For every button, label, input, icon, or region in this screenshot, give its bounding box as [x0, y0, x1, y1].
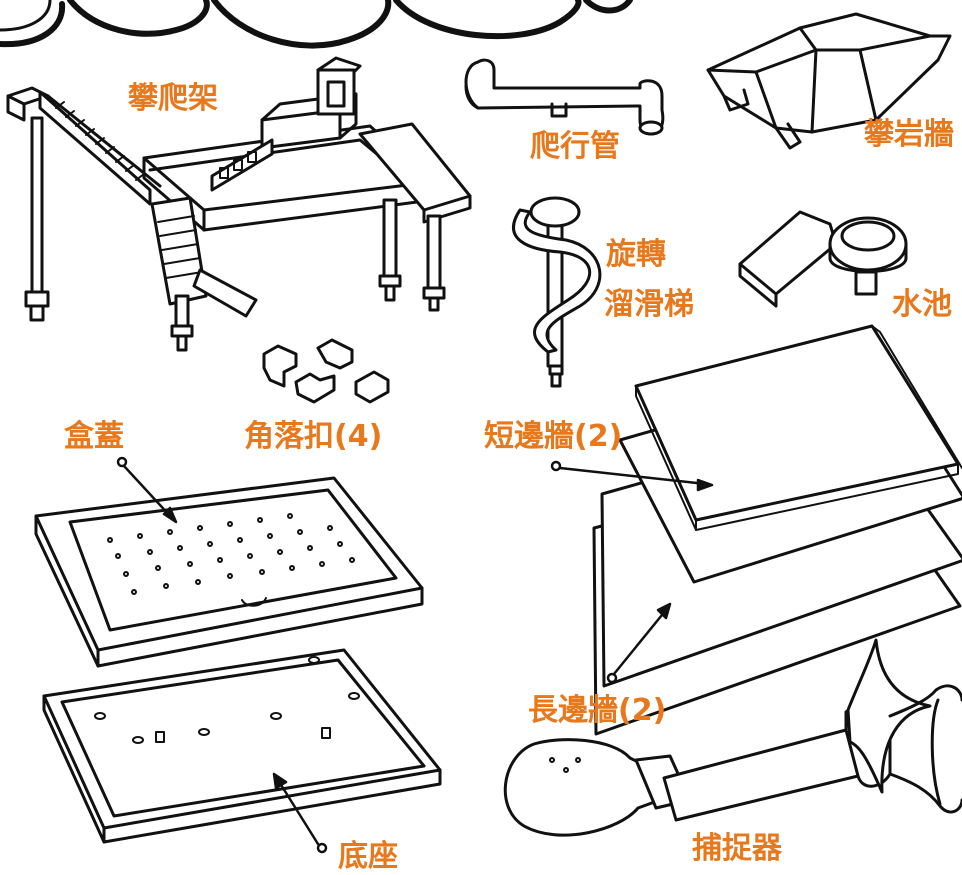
label-base: 底座	[338, 839, 398, 874]
catcher-drawing	[503, 638, 962, 837]
label-pool: 水池	[892, 287, 952, 322]
label-catcher: 捕捉器	[692, 831, 782, 866]
corner-clips-drawing	[262, 338, 390, 404]
label-corner-clips: 角落扣(4)	[244, 419, 383, 454]
label-rock-wall: 攀岩牆	[864, 117, 954, 152]
label-long-walls: 長邊牆(2)	[528, 693, 667, 728]
label-crawl-tube: 爬行管	[530, 129, 620, 164]
lid-drawing	[34, 476, 424, 668]
label-short-walls: 短邊牆(2)	[484, 419, 623, 454]
pool-drawing	[738, 210, 908, 308]
walls-drawing	[592, 324, 962, 736]
base-drawing	[42, 648, 442, 844]
label-climbing-frame: 攀爬架	[128, 81, 218, 116]
cloud-outline	[0, 0, 633, 49]
leader-lines	[116, 456, 714, 854]
label-spiral-slide-line1: 旋轉	[606, 237, 666, 272]
spiral-slide-drawing	[512, 196, 602, 388]
label-spiral-slide-line2: 溜滑梯	[604, 287, 694, 322]
rock-wall-drawing	[706, 12, 952, 150]
label-lid: 盒蓋	[64, 419, 124, 454]
climbing-frame-drawing	[6, 56, 472, 352]
crawl-tube-drawing	[464, 58, 665, 136]
